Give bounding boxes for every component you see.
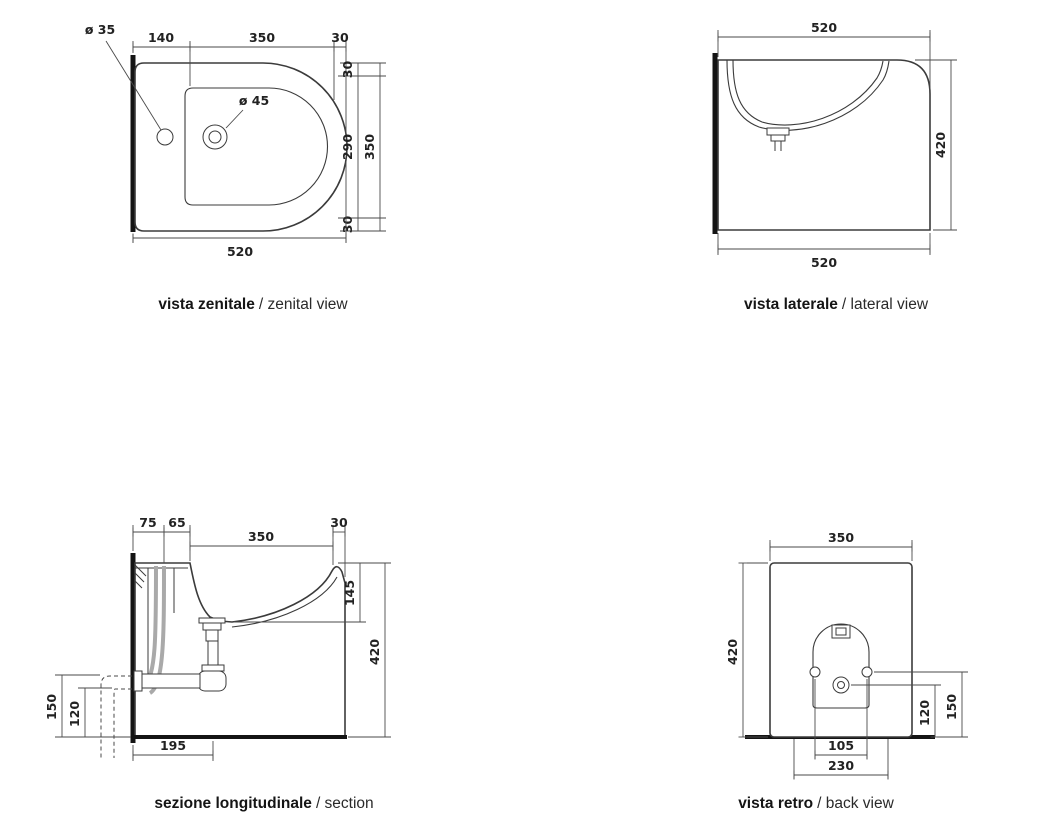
dim-height: 420 <box>933 132 948 158</box>
back-caption: vista retro/ back view <box>666 795 966 813</box>
dim-rim-back: 30 <box>340 216 355 234</box>
fixing-hole-left <box>809 666 821 678</box>
dim-basin-depth: 145 <box>342 580 357 606</box>
drain-hole-inner <box>208 130 222 144</box>
dim-holes-height: 150 <box>944 694 959 720</box>
dim-basin-width: 290 <box>340 134 355 160</box>
zenital-dimensions: ø 35 ø 45 140 350 30 <box>85 22 386 259</box>
dim-wall-to-basin: 140 <box>148 30 174 45</box>
bidet-top-outline <box>134 62 348 232</box>
dim-drain-height: 120 <box>917 700 932 726</box>
bidet-section-outline <box>133 562 347 739</box>
dim-overall-length: 520 <box>227 244 253 259</box>
dim-drain-diameter: ø 45 <box>239 93 269 108</box>
section-caption-en: / section <box>315 795 374 812</box>
dim-trap-height: 150 <box>44 694 59 720</box>
dim-rim-front: 30 <box>340 61 355 79</box>
section-caption-it: sezione longitudinale <box>154 795 312 812</box>
dim-height: 420 <box>367 639 382 665</box>
back-view-drawing: 350 420 120 150 <box>725 530 968 780</box>
dim-bottom-width: 520 <box>811 255 837 270</box>
dim-basin-length: 350 <box>248 529 274 544</box>
dim-tap-hole-diameter: ø 35 <box>85 22 115 37</box>
back-caption-en: / back view <box>817 795 894 812</box>
lateral-caption-en: / lateral view <box>841 296 929 313</box>
bidet-back-outline <box>769 562 913 738</box>
back-caption-it: vista retro <box>738 795 814 812</box>
mounting-recess-arch <box>812 623 870 709</box>
waste-fitting <box>766 127 790 136</box>
dim-basin-length: 350 <box>249 30 275 45</box>
dim-outlet-height: 120 <box>67 701 82 727</box>
section-caption: sezione longitudinale/ section <box>114 795 414 813</box>
tap-hole <box>156 128 174 146</box>
dim-holes-spacing: 105 <box>828 738 854 753</box>
overflow-detail <box>831 624 851 639</box>
section-view-drawing: 75 65 30 350 145 <box>44 515 391 761</box>
section-dimensions: 75 65 30 350 145 <box>44 515 391 761</box>
zenital-caption-en: / zenital view <box>258 296 348 313</box>
zenital-caption-it: vista zenitale <box>158 296 255 313</box>
drain-outlet-inner <box>837 681 845 689</box>
fixing-hole-right <box>861 666 873 678</box>
dim-rim-right: 30 <box>331 30 349 45</box>
drain-trap-assembly <box>100 617 227 758</box>
zenital-caption: vista zenitale/ zenital view <box>103 296 403 314</box>
lateral-dimensions: 520 420 520 <box>717 20 957 270</box>
back-dimensions: 350 420 120 150 <box>725 530 968 780</box>
lateral-caption: vista laterale/ lateral view <box>686 296 986 314</box>
dim-base-width: 230 <box>828 758 854 773</box>
dim-overall-width: 350 <box>362 134 377 160</box>
section-view: 75 65 30 350 145 <box>30 505 430 805</box>
drain-hole-outer <box>202 124 228 150</box>
dim-inlet-offset: 65 <box>168 515 185 530</box>
zenital-view-drawing: ø 35 ø 45 140 350 30 <box>85 22 386 259</box>
waste-fitting-body <box>770 134 786 142</box>
bidet-side-outline <box>717 59 931 231</box>
drain-pipe-dashed-inner <box>113 688 132 758</box>
lateral-view-drawing: 520 420 520 <box>712 20 957 270</box>
dim-front-rim: 30 <box>330 515 348 530</box>
dim-back-ledge: 75 <box>139 515 156 530</box>
zenital-view: ø 35 ø 45 140 350 30 <box>40 12 400 272</box>
dim-top-width: 520 <box>811 20 837 35</box>
dim-height: 420 <box>725 639 740 665</box>
lateral-caption-it: vista laterale <box>743 296 838 313</box>
dim-width: 350 <box>828 530 854 545</box>
drain-pipe-dashed <box>100 675 132 758</box>
dim-drain-offset: 195 <box>160 738 186 753</box>
back-view: 350 420 120 150 <box>685 528 1015 828</box>
lateral-view: 520 420 520 <box>675 18 985 278</box>
drain-outlet-outer <box>832 676 850 694</box>
